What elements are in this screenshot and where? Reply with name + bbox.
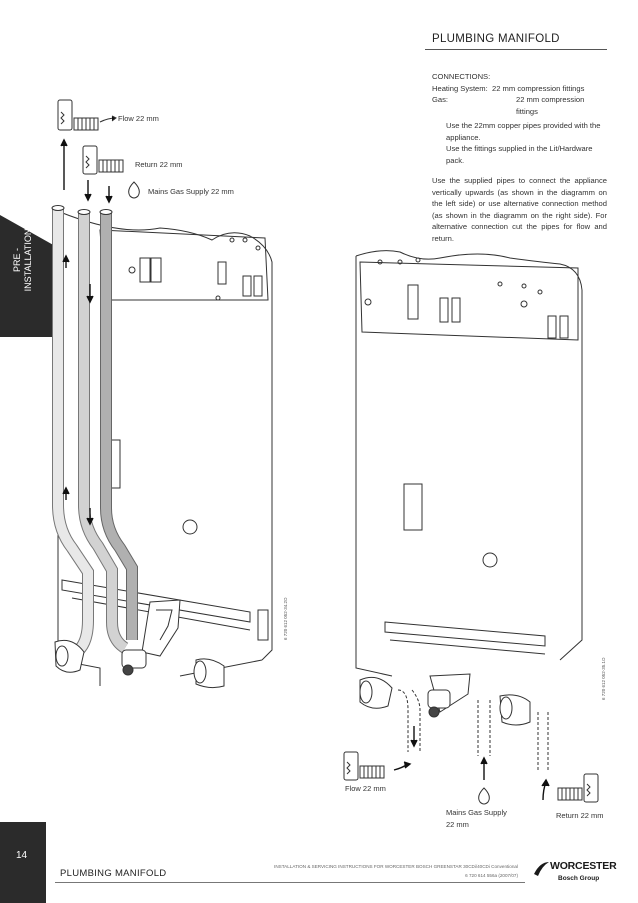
left-flow-radiator-icon — [57, 99, 117, 131]
connection-key: Gas: — [432, 95, 449, 104]
connection-row-heating: Heating System: 22 mm compression fittin… — [432, 83, 607, 95]
right-flow-label: Flow 22 mm — [345, 784, 386, 793]
connection-instructions: Use the 22mm copper pipes provided with … — [432, 120, 607, 166]
footer-rule — [55, 882, 525, 883]
connections-block: CONNECTIONS: Heating System: 22 mm compr… — [432, 71, 607, 244]
logo-brand-name: WORCESTER — [550, 860, 617, 872]
left-gas-pipe — [100, 212, 138, 640]
right-gas-label-line-1: Mains Gas Supply — [446, 808, 507, 817]
instruction-item: Use the fittings supplied in the Lit/Har… — [446, 144, 593, 165]
footer-doc-line-1: INSTALLATION & SERVICING INSTRUCTIONS FO… — [274, 864, 518, 869]
right-gas-label-line-2: 22 mm — [446, 820, 469, 829]
left-return-label: Return 22 mm — [135, 160, 183, 169]
footer-doc-line-2: 6 720 614 556a (2007/07) — [465, 873, 518, 878]
right-return-label: Return 22 mm — [556, 811, 604, 820]
left-fittings — [54, 599, 225, 689]
left-return-pipe — [78, 212, 129, 654]
logo-brand-sub: Bosch Group — [558, 875, 600, 882]
right-return-radiator-icon — [557, 773, 599, 803]
connection-value: 22 mm compression fittings — [516, 95, 585, 116]
connection-key: Heating System: — [432, 83, 488, 93]
right-gas-flame-icon — [478, 787, 490, 805]
instruction-item: Use the 22mm copper pipes provided with … — [446, 121, 601, 142]
right-dashed-pipes — [397, 689, 549, 770]
left-gas-flame-icon — [128, 181, 140, 199]
right-arrows — [393, 726, 550, 801]
header-rule — [425, 49, 607, 50]
footer-document-info: INSTALLATION & SERVICING INSTRUCTIONS FO… — [230, 862, 518, 880]
left-diagram-code: 6 720 612 052-34.2O — [283, 597, 288, 640]
connection-paragraph: Use the supplied pipes to connect the ap… — [432, 176, 607, 243]
connection-row-gas: Gas: 22 mm compression fittings — [432, 94, 607, 117]
worcester-logo: WORCESTER Bosch Group — [532, 860, 617, 890]
logo-swoosh-icon — [534, 862, 549, 876]
page-number: 14 — [16, 850, 28, 861]
footer-page-tab — [0, 822, 46, 903]
footer-title: PLUMBING MANIFOLD — [60, 868, 167, 879]
page-header-title: PLUMBING MANIFOLD — [432, 33, 560, 45]
right-fittings — [359, 673, 531, 726]
connection-value: 22 mm compression fittings — [492, 83, 585, 93]
left-flow-label: Flow 22 mm — [118, 114, 159, 123]
left-return-radiator-icon — [82, 145, 124, 175]
left-gas-label: Mains Gas Supply 22 mm — [148, 187, 234, 196]
connections-heading: CONNECTIONS: — [432, 72, 491, 81]
right-boiler-frame — [355, 250, 583, 677]
left-flow-arrows — [60, 138, 113, 526]
right-flow-radiator-icon — [343, 751, 385, 781]
right-diagram-code: 6 720 612 052-35.1O — [601, 657, 606, 700]
